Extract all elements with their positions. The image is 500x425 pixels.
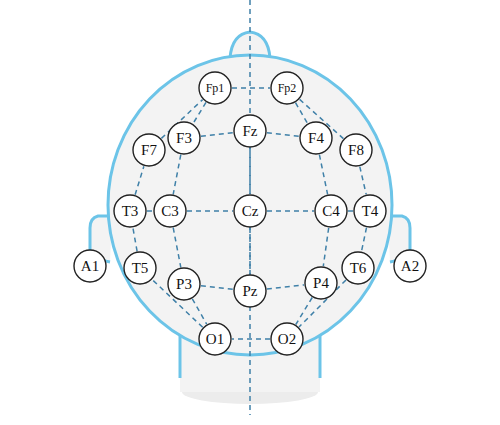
dashed-connector — [319, 155, 327, 195]
neck-line — [179, 335, 182, 378]
electrode-label: T6 — [350, 261, 367, 276]
electrode-circle: Cz — [233, 194, 267, 228]
electrode-label: C3 — [161, 204, 179, 219]
electrode-circle: Pz — [233, 274, 267, 308]
electrode-circle: Fp1 — [198, 71, 232, 105]
electrode-circle: F7 — [132, 133, 166, 167]
dashed-connector — [249, 148, 251, 194]
electrode-circle: A1 — [73, 249, 107, 283]
electrode-label: P4 — [313, 276, 329, 291]
dashed-connector — [187, 210, 233, 212]
dashed-connector — [296, 298, 312, 325]
dashed-connector — [232, 87, 270, 89]
electrode-label: P3 — [176, 277, 192, 292]
electrode-label: Pz — [243, 284, 258, 299]
dashed-connector — [267, 285, 304, 289]
dashed-connector — [267, 210, 314, 212]
electrode-circle: F3 — [167, 121, 201, 155]
electrode-circle: A2 — [393, 249, 427, 283]
electrode-label: T3 — [122, 204, 139, 219]
dashed-connector — [348, 210, 353, 212]
electrode-circle: Fz — [233, 114, 267, 148]
electrode-circle: P4 — [304, 266, 338, 300]
electrode-label: C4 — [322, 204, 340, 219]
electrode-label: T4 — [362, 204, 379, 219]
electrode-circle: O2 — [270, 322, 304, 356]
electrode-label: Cz — [242, 204, 259, 219]
electrode-label: Fp1 — [206, 82, 225, 94]
dashed-connector — [173, 228, 181, 268]
dashed-connector — [267, 133, 299, 136]
electrode-circle: T6 — [341, 251, 375, 285]
dashed-connector — [362, 228, 367, 252]
electrode-circle: C3 — [153, 194, 187, 228]
electrode-circle: T4 — [353, 194, 387, 228]
dashed-connector — [135, 166, 144, 195]
dashed-connector — [192, 299, 206, 324]
electrode-circle: O1 — [198, 322, 232, 356]
dashed-connector — [323, 228, 328, 266]
electrode-label: F4 — [308, 131, 324, 146]
electrode-label: O1 — [206, 332, 224, 347]
electrode-label: A2 — [401, 259, 419, 274]
dashed-connector — [232, 338, 270, 340]
dashed-connector — [249, 228, 251, 274]
electrode-circle: P3 — [167, 267, 201, 301]
electrode-circle: Fp2 — [270, 71, 304, 105]
dashed-connector — [201, 133, 233, 136]
dashed-connector — [360, 167, 366, 195]
electrode-label: F8 — [348, 143, 364, 158]
dashed-connector — [147, 210, 153, 212]
electrode-label: T5 — [132, 261, 149, 276]
electrode-circle: F8 — [339, 133, 373, 167]
electrode-circle: T3 — [113, 194, 147, 228]
electrode-circle: T5 — [123, 251, 157, 285]
dashed-connector — [193, 102, 206, 123]
electrode-label: F3 — [176, 131, 192, 146]
electrode-label: A1 — [81, 259, 99, 274]
electrode-label: Fz — [243, 124, 258, 139]
electrode-label: F7 — [141, 143, 157, 158]
dashed-connector — [296, 103, 308, 124]
electrode-circle: C4 — [314, 194, 348, 228]
dashed-connector — [201, 286, 233, 289]
dashed-connector — [173, 155, 181, 195]
electrode-label: O2 — [278, 332, 296, 347]
neck-line — [319, 335, 322, 378]
electrode-label: Fp2 — [278, 82, 297, 94]
dashed-connector — [133, 228, 137, 252]
electrode-circle: F4 — [299, 121, 333, 155]
